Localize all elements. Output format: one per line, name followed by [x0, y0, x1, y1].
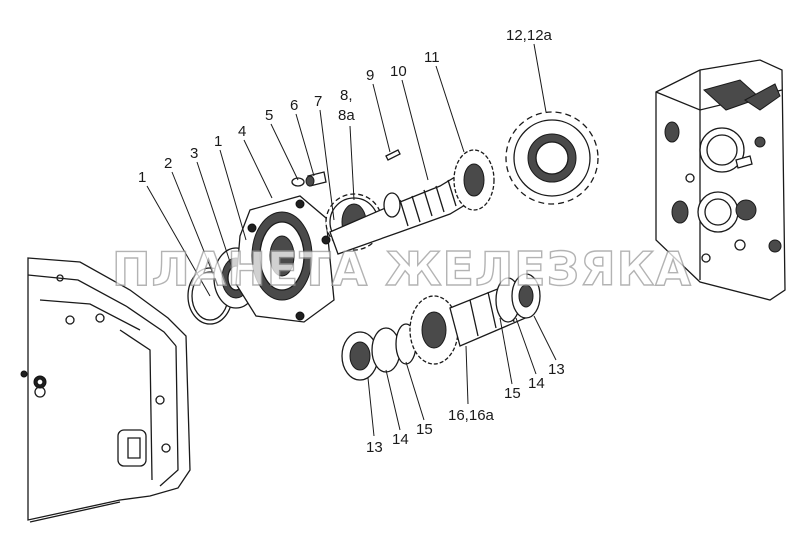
callout-13b: 13: [548, 361, 565, 378]
callout-3: 3: [190, 145, 198, 162]
leader-lines: [146, 43, 557, 437]
callout-labels: 1 2 3 1 4 5 6 7 8, 8а 9 10 11 12,12а 13 …: [138, 27, 565, 456]
callout-5: 5: [265, 107, 273, 124]
callout-1b: 1: [214, 133, 222, 150]
callout-14a: 14: [392, 431, 409, 448]
callout-10: 10: [390, 63, 407, 80]
callout-8a: 8а: [338, 107, 355, 124]
right-housing: [655, 59, 786, 301]
gear-12: [505, 111, 599, 205]
bearing-cover: [235, 195, 335, 323]
callout-2: 2: [164, 155, 172, 172]
callout-14b: 14: [528, 375, 545, 392]
callout-8: 8,: [340, 87, 353, 104]
watermark-text: ПЛАНЕТА ЖЕЛЕЗЯКА: [112, 242, 692, 296]
left-housing: [20, 257, 191, 523]
callout-7: 7: [314, 93, 322, 110]
callout-4: 4: [238, 123, 246, 140]
callout-15a: 15: [416, 421, 433, 438]
callout-15b: 15: [504, 385, 521, 402]
callout-6: 6: [290, 97, 298, 114]
bolt-and-washer: [291, 171, 327, 187]
callout-11: 11: [424, 49, 440, 66]
countershaft-assembly: [341, 273, 541, 381]
gear-11: [453, 149, 495, 211]
callout-1a: 1: [138, 169, 146, 186]
callout-13a: 13: [366, 439, 383, 456]
callout-12: 12,12а: [506, 27, 553, 44]
key-pin: [385, 149, 401, 161]
callout-16: 16,16а: [448, 407, 495, 424]
callout-9: 9: [366, 67, 374, 84]
